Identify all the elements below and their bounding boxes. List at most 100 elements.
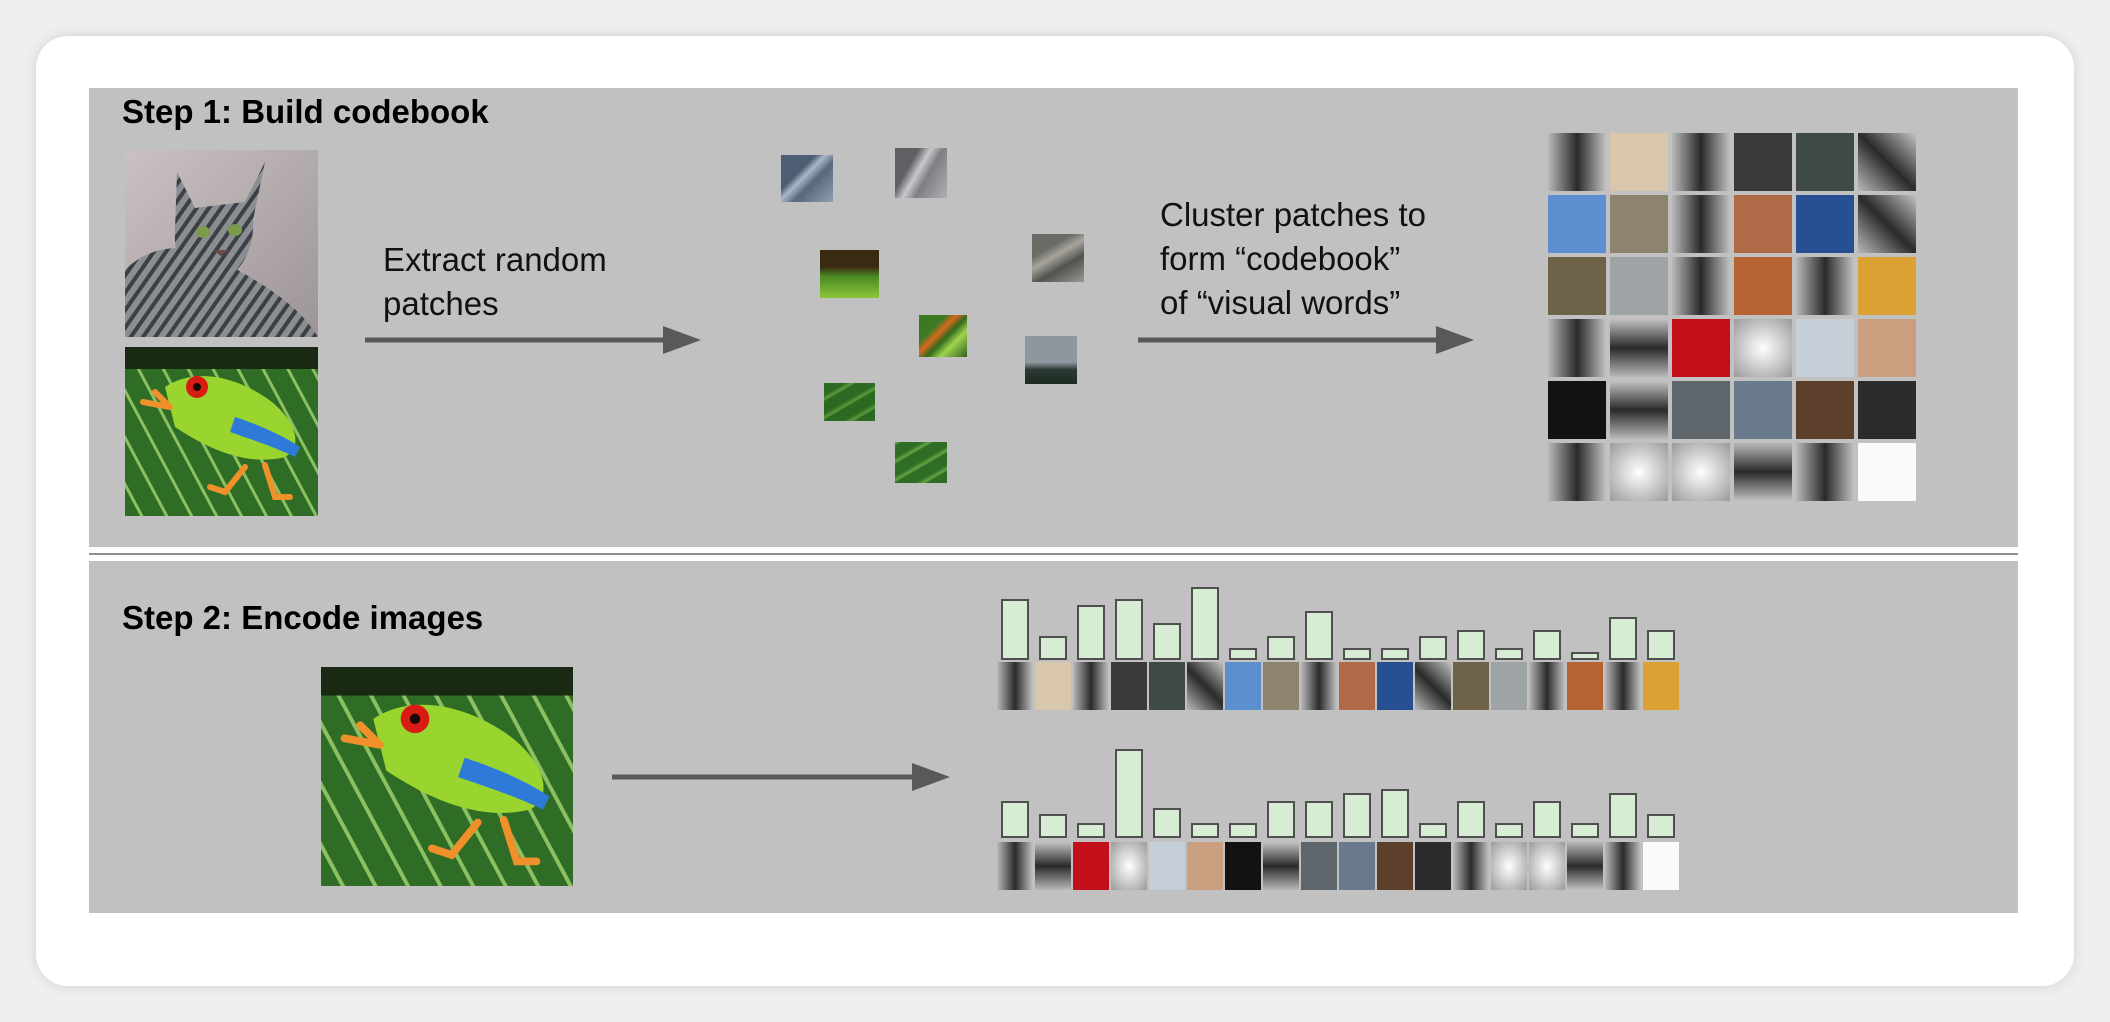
histogram-word	[1073, 842, 1109, 890]
histogram-bar	[1115, 599, 1143, 660]
histogram-word	[1491, 662, 1527, 710]
histogram-word	[1605, 842, 1641, 890]
codebook-word	[1548, 381, 1606, 439]
histogram-word	[1149, 842, 1185, 890]
histogram-word	[1111, 662, 1147, 710]
histogram-bar	[1495, 648, 1523, 660]
histogram-bar	[1153, 808, 1181, 838]
histogram-bar	[1533, 801, 1561, 838]
codebook-word	[1610, 381, 1668, 439]
histogram-word	[1187, 662, 1223, 710]
codebook-word	[1858, 381, 1916, 439]
histogram-bar	[1419, 636, 1447, 660]
histogram-bar	[1571, 652, 1599, 660]
patch	[895, 442, 947, 483]
arrow-right-icon	[612, 763, 950, 791]
codebook-word	[1796, 257, 1854, 315]
histogram-bar	[1115, 749, 1143, 838]
histogram-word	[1453, 662, 1489, 710]
codebook-word	[1858, 443, 1916, 501]
codebook-word	[1734, 257, 1792, 315]
histogram-word	[1491, 842, 1527, 890]
histogram-bar	[1267, 636, 1295, 660]
arrow-right-icon	[365, 326, 701, 354]
codebook-word	[1548, 195, 1606, 253]
patch	[781, 155, 833, 202]
histogram-bar	[1343, 648, 1371, 660]
histogram-bar	[1647, 630, 1675, 660]
histogram-bar	[1305, 801, 1333, 838]
histogram-word	[1035, 842, 1071, 890]
histogram-bar	[1039, 814, 1067, 838]
codebook-word	[1734, 381, 1792, 439]
histogram-bar	[1571, 823, 1599, 838]
histogram-word	[1605, 662, 1641, 710]
histogram-bar	[1457, 801, 1485, 838]
codebook-word	[1734, 443, 1792, 501]
histogram-word	[1263, 662, 1299, 710]
histogram-bar	[1609, 617, 1637, 660]
codebook-word	[1796, 319, 1854, 377]
codebook-word	[1548, 319, 1606, 377]
codebook-word	[1548, 133, 1606, 191]
histogram-word	[1529, 662, 1565, 710]
histogram-word	[1073, 662, 1109, 710]
codebook-word	[1672, 381, 1730, 439]
histogram-bar	[1001, 599, 1029, 660]
codebook-word	[1858, 257, 1916, 315]
histogram-word	[1225, 842, 1261, 890]
histogram-bar	[1419, 823, 1447, 838]
histogram-bar	[1077, 605, 1105, 660]
codebook-word	[1672, 319, 1730, 377]
codebook-word	[1858, 195, 1916, 253]
codebook-word	[1796, 133, 1854, 191]
histogram-bar	[1381, 648, 1409, 660]
codebook-word	[1672, 195, 1730, 253]
histogram-word	[1643, 842, 1679, 890]
codebook-word	[1858, 319, 1916, 377]
codebook-word	[1672, 133, 1730, 191]
histogram-bar	[1191, 587, 1219, 660]
histogram-bar	[1533, 630, 1561, 660]
histogram-bar	[1267, 801, 1295, 838]
codebook-word	[1610, 195, 1668, 253]
codebook-word	[1672, 257, 1730, 315]
histogram-word	[1339, 842, 1375, 890]
step2-title: Step 2: Encode images	[122, 599, 484, 636]
histogram-bar	[1039, 636, 1067, 660]
histogram-word	[997, 842, 1033, 890]
histogram-word	[1377, 842, 1413, 890]
step1-title: Step 1: Build codebook	[122, 93, 489, 130]
patch	[820, 250, 879, 298]
histogram-word	[1415, 842, 1451, 890]
histogram-word	[1035, 662, 1071, 710]
codebook-word	[1796, 195, 1854, 253]
frog-photo-icon	[321, 667, 573, 886]
histogram-bar	[1191, 823, 1219, 838]
codebook-word	[1548, 257, 1606, 315]
codebook-word	[1734, 319, 1792, 377]
patch	[919, 315, 967, 357]
histogram-word	[1111, 842, 1147, 890]
histogram-bar	[1457, 630, 1485, 660]
codebook-word	[1610, 443, 1668, 501]
histogram-bar	[1381, 789, 1409, 838]
histogram-bar	[1305, 611, 1333, 660]
histogram-word	[1301, 842, 1337, 890]
histogram-bar	[1343, 793, 1371, 838]
arrow-right-icon	[1138, 326, 1474, 354]
histogram-word	[1339, 662, 1375, 710]
histogram-bar	[1153, 623, 1181, 660]
frog-photo-icon	[125, 347, 318, 516]
histogram-bar	[1495, 823, 1523, 838]
codebook-word	[1734, 133, 1792, 191]
histogram-word	[1263, 842, 1299, 890]
patch	[895, 148, 947, 198]
cat-photo-icon	[125, 150, 318, 337]
histogram-word	[1225, 662, 1261, 710]
codebook-word	[1734, 195, 1792, 253]
histogram-word	[1453, 842, 1489, 890]
codebook-word	[1858, 133, 1916, 191]
patch	[1025, 336, 1077, 384]
